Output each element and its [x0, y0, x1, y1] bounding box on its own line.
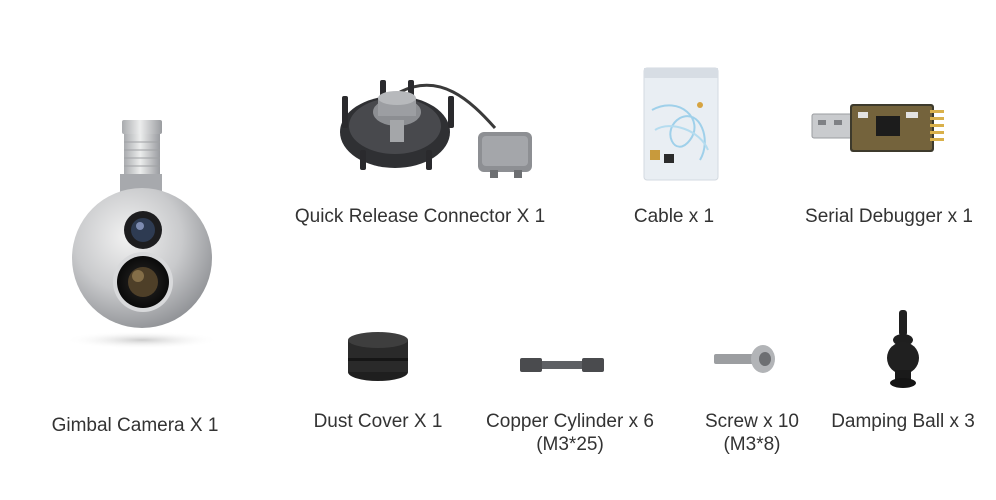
copper-cylinder-label: Copper Cylinder x 6 (M3*25) [470, 410, 670, 456]
cable-label: Cable x 1 [633, 206, 715, 227]
screw-size: (M3*8) [723, 434, 781, 455]
gimbal-camera-label: Gimbal Camera X 1 [51, 415, 219, 436]
quick-release-connector-label: Quick Release Connector X 1 [294, 206, 546, 227]
copper-cylinder-size: (M3*25) [536, 434, 604, 455]
screw-label: Screw x 10 (M3*8) [690, 410, 814, 456]
copper-cylinder-name: Copper Cylinder x 6 [486, 411, 654, 432]
screw-name: Screw x 10 [705, 411, 799, 432]
damping-ball-label: Damping Ball x 3 [831, 411, 975, 432]
serial-debugger-label: Serial Debugger x 1 [805, 206, 973, 227]
dust-cover-label: Dust Cover X 1 [313, 411, 443, 432]
